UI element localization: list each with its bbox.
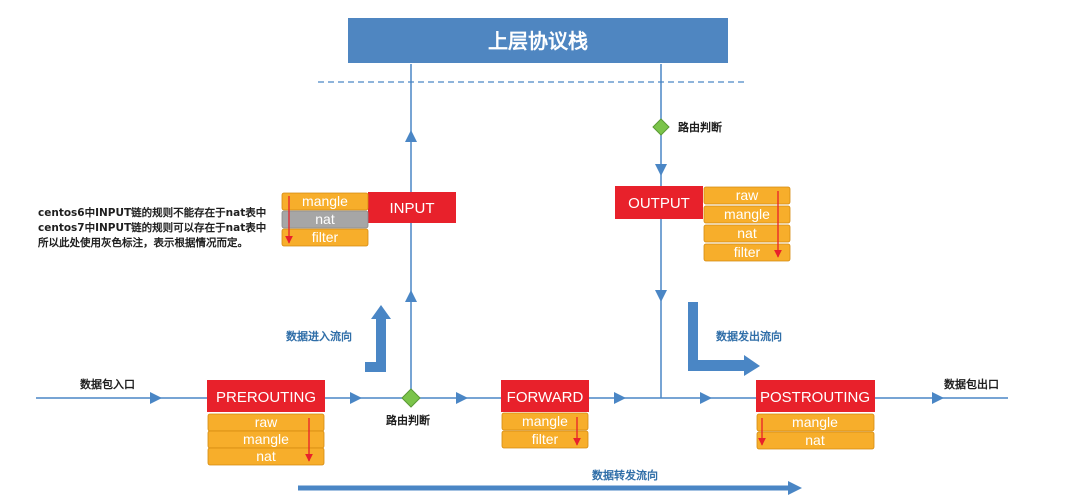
input-table-mangle-label: mangle: [302, 193, 348, 209]
postrouting-table-nat: [756, 431, 875, 450]
routing-decision-diamond-bottom: [401, 388, 421, 408]
prerouting-chain-label: PREROUTING: [216, 389, 316, 406]
forward-table-filter-label: filter: [532, 431, 559, 447]
routing-decision-label-top: 路由判断: [678, 120, 722, 134]
prerouting-chain: PREROUTING raw mangle nat: [207, 380, 325, 466]
prerouting-table-raw-label: raw: [255, 414, 278, 430]
output-chain-label: OUTPUT: [628, 195, 690, 212]
output-table-nat-label: nat: [737, 225, 757, 241]
prerouting-table-nat-label: nat: [256, 448, 276, 464]
input-chain: INPUT mangle nat filter: [281, 192, 456, 247]
output-chain: OUTPUT raw mangle nat filter: [615, 186, 791, 262]
output-table-mangle-label: mangle: [724, 206, 770, 222]
forward-flow-big-arrow-head: [788, 481, 802, 495]
input-chain-box: [368, 192, 456, 223]
postrouting-table-mangle: [756, 413, 875, 432]
outbound-flow-big-arrow: [688, 302, 760, 376]
output-table-filter: [703, 243, 791, 262]
input-table-filter: [281, 228, 369, 247]
output-table-raw-label: raw: [736, 187, 759, 203]
input-table-mangle: [281, 192, 369, 211]
output-table-raw: [703, 186, 791, 205]
note-line-3: 所以此处使用灰色标注，表示根据情况而定。: [38, 236, 248, 249]
postrouting-chain-label: POSTROUTING: [760, 389, 870, 406]
forward-chain: FORWARD mangle filter: [501, 380, 589, 449]
forward-table-mangle: [501, 412, 589, 431]
note-line-1: centos6中INPUT链的规则不能存在于nat表中: [38, 206, 266, 219]
outbound-flow-label: 数据发出流向: [716, 329, 782, 343]
routing-decision-label-bottom: 路由判断: [386, 413, 430, 427]
forward-chain-label: FORWARD: [507, 389, 584, 406]
note-line-2: centos7中INPUT链的规则可以存在于nat表中: [38, 221, 266, 234]
output-table-filter-label: filter: [734, 244, 761, 260]
forward-chain-box: [501, 380, 589, 412]
input-table-filter-label: filter: [312, 229, 339, 245]
postrouting-chain: POSTROUTING mangle nat: [756, 380, 875, 450]
prerouting-table-mangle-label: mangle: [243, 431, 289, 447]
forward-table-filter: [501, 430, 589, 449]
upper-protocol-stack-label: 上层协议栈: [488, 29, 588, 53]
output-table-mangle: [703, 205, 791, 224]
prerouting-chain-box: [207, 380, 325, 412]
output-table-nat: [703, 224, 791, 243]
forward-flow-label: 数据转发流向: [592, 468, 658, 482]
forward-table-mangle-label: mangle: [522, 413, 568, 429]
input-chain-label: INPUT: [390, 200, 435, 217]
postrouting-table-mangle-label: mangle: [792, 414, 838, 430]
postrouting-table-nat-label: nat: [805, 432, 825, 448]
prerouting-table-nat: [207, 447, 325, 466]
packet-out-label: 数据包出口: [944, 377, 999, 391]
flow-arrow-markers: [150, 130, 944, 404]
input-table-nat-label: nat: [315, 211, 335, 227]
upper-protocol-stack-box: [348, 18, 728, 63]
inbound-flow-label: 数据进入流向: [286, 329, 352, 343]
input-table-nat: [281, 210, 369, 229]
routing-decision-diamond-top: [652, 118, 670, 136]
output-chain-box: [615, 186, 703, 219]
postrouting-chain-box: [756, 380, 875, 412]
packet-in-label: 数据包入口: [80, 377, 135, 391]
inbound-flow-big-arrow: [365, 305, 391, 372]
